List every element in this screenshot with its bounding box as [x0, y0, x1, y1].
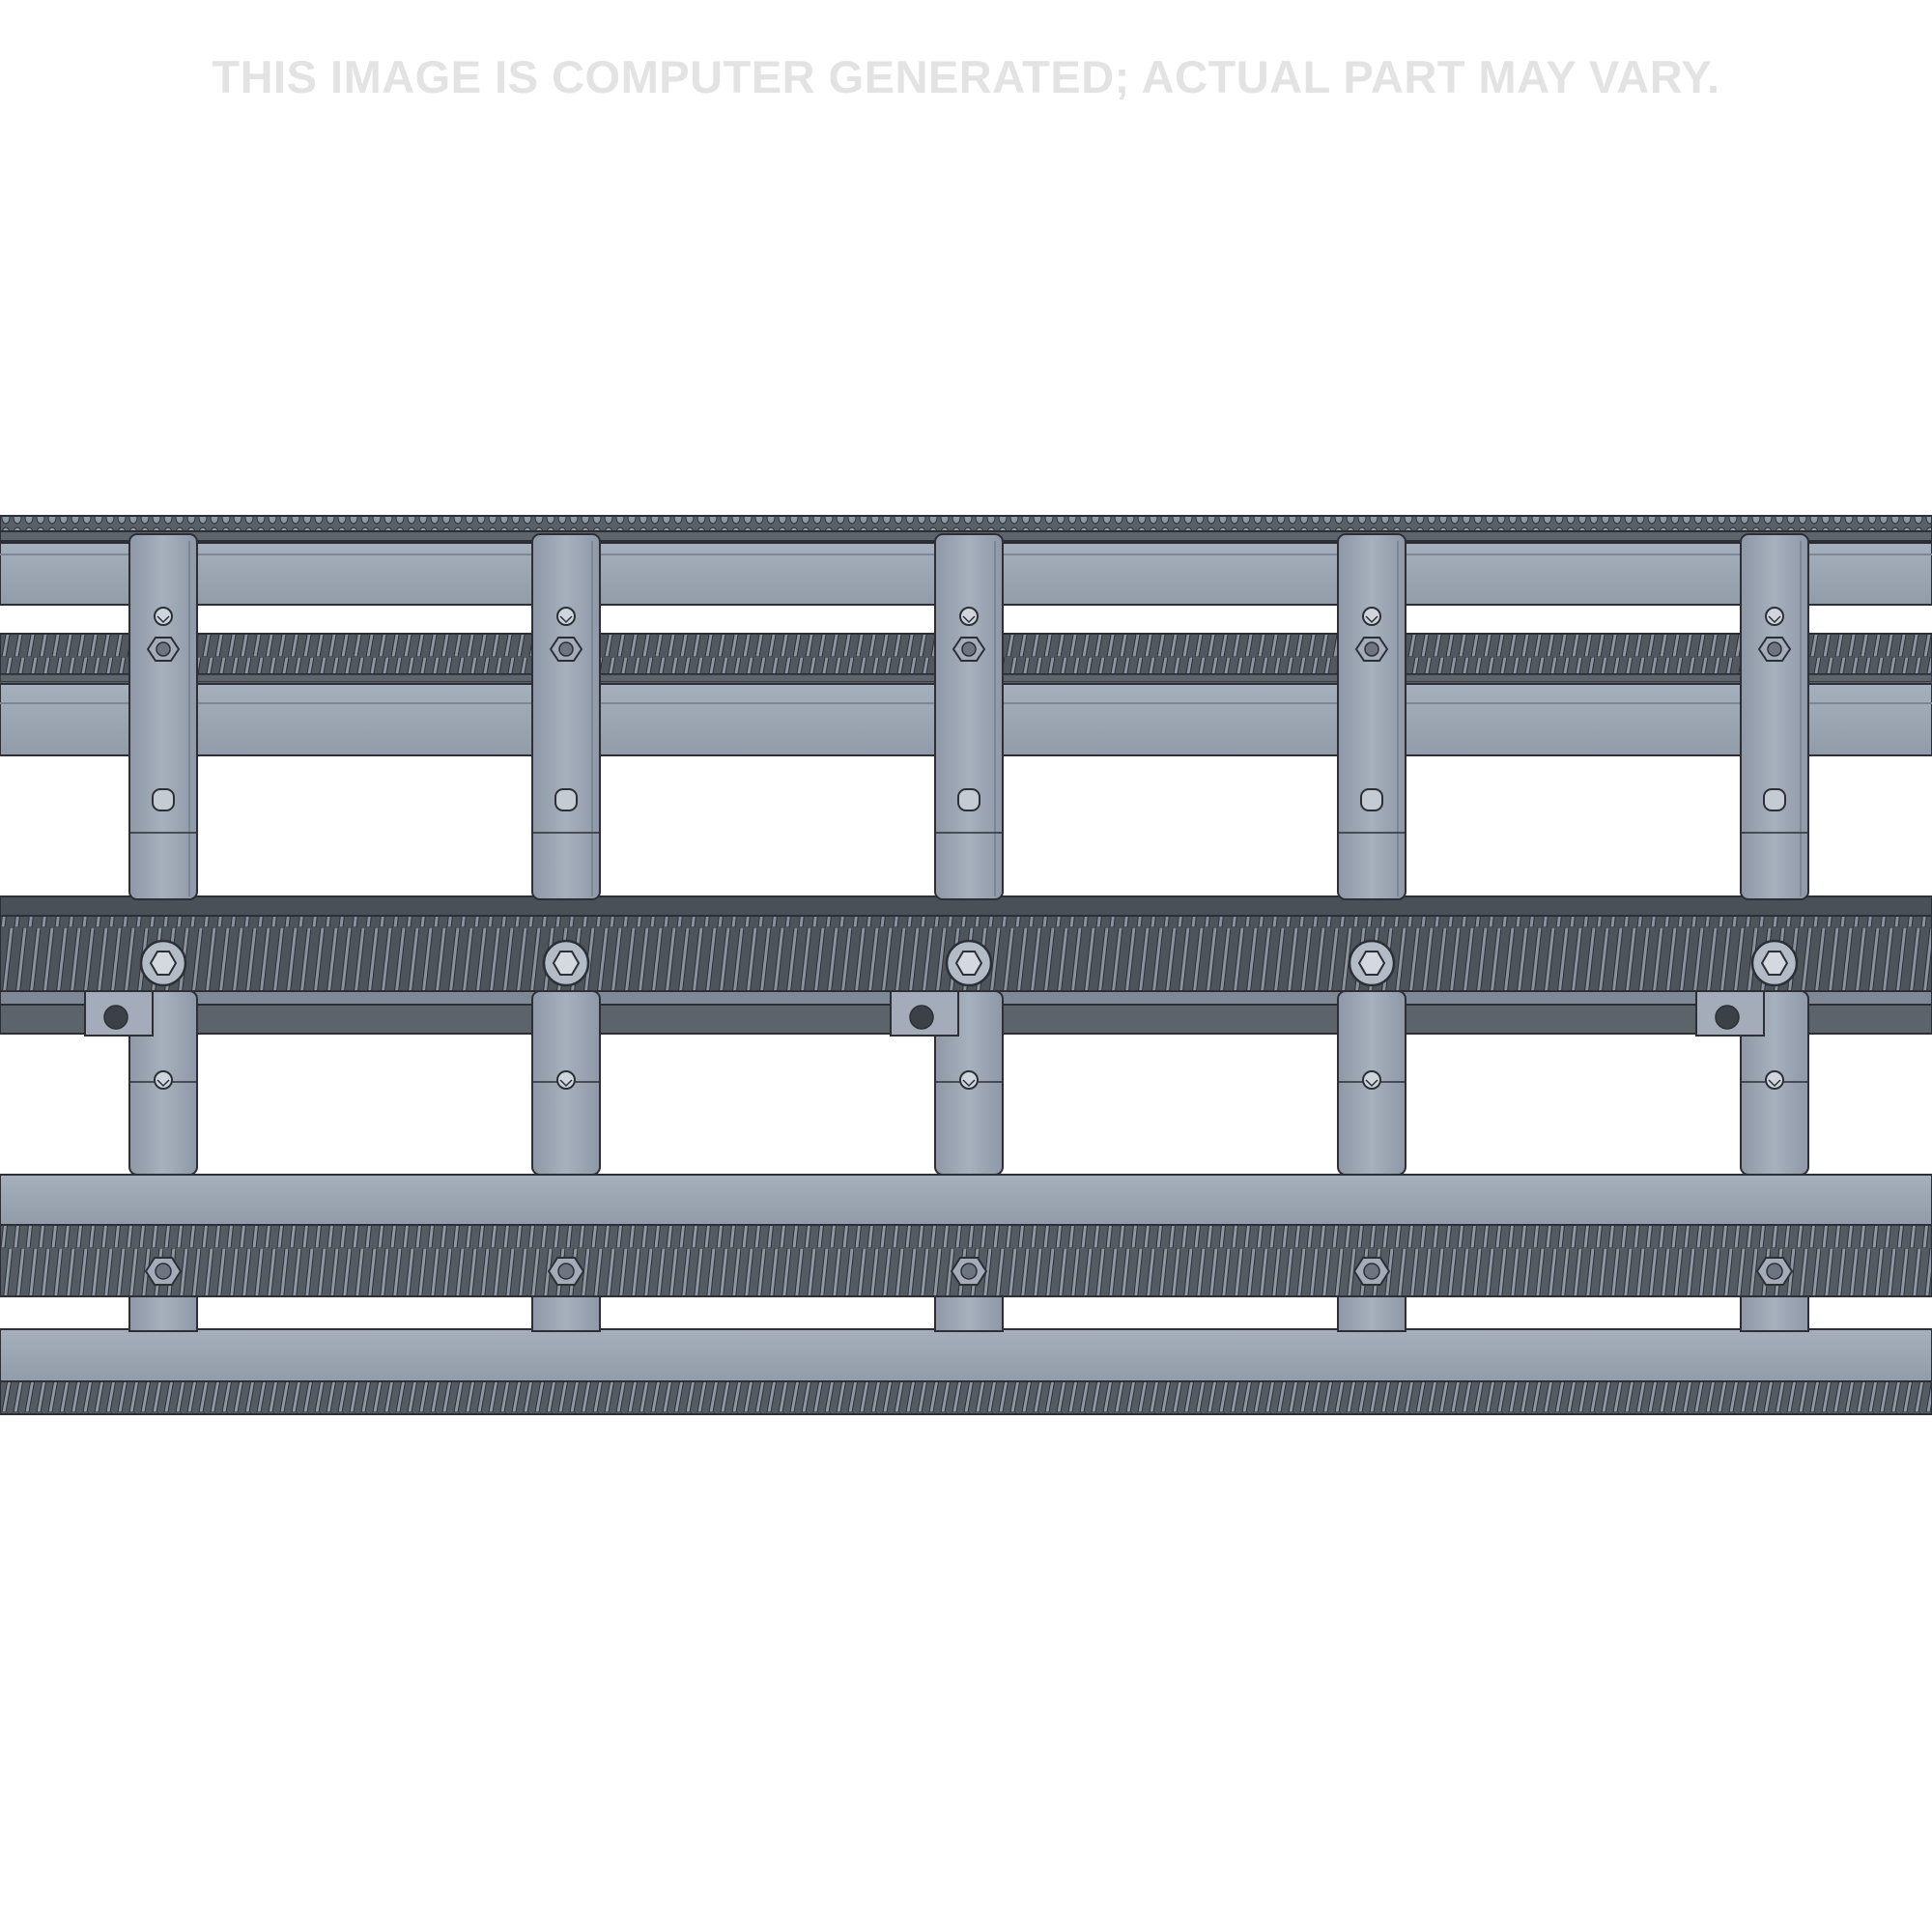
bracket-post: [128, 533, 198, 1332]
mounting-tab: [1695, 990, 1765, 1037]
bracket-post: [934, 533, 1004, 1332]
mounting-tab: [84, 990, 154, 1037]
rack-row-5: [0, 1328, 1932, 1415]
bracket-post: [531, 533, 601, 1332]
bracket-group: [84, 533, 1809, 1332]
bracket-post: [1337, 533, 1406, 1332]
bracket-post: [1740, 533, 1809, 1332]
disclaimer-text: THIS IMAGE IS COMPUTER GENERATED; ACTUAL…: [212, 51, 1720, 102]
mounting-tab: [890, 990, 959, 1037]
